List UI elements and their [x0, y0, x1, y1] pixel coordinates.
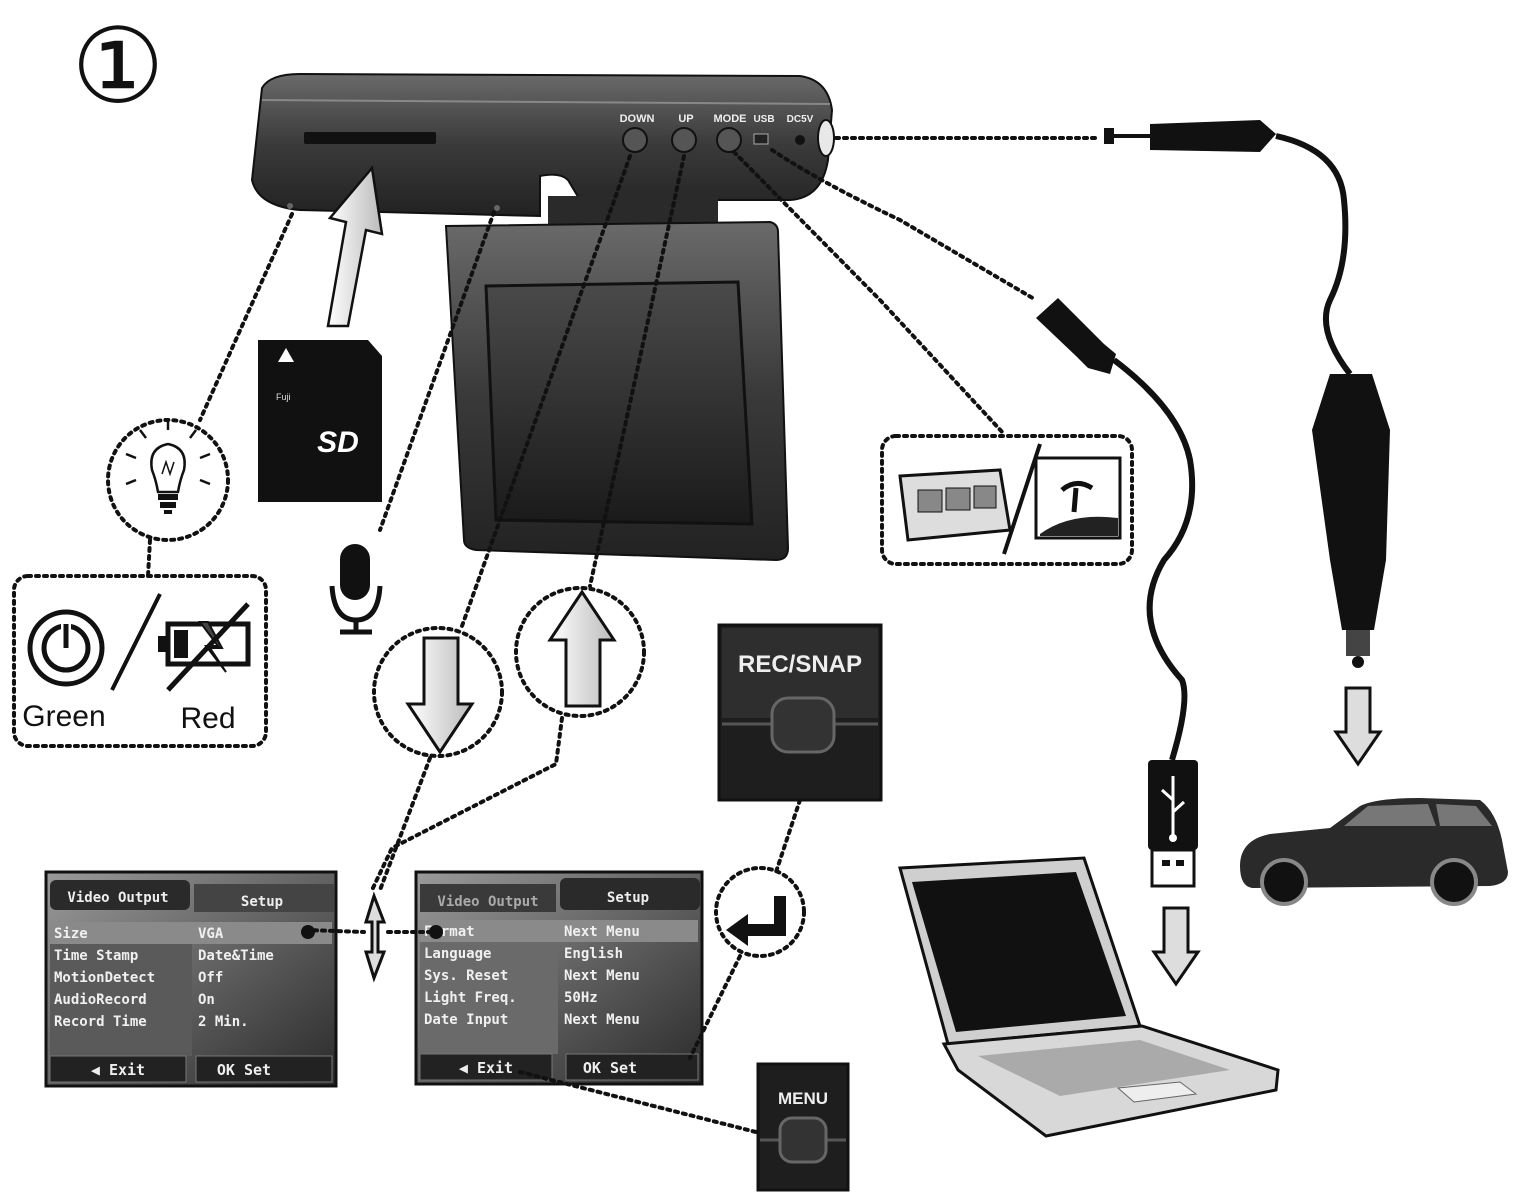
- menu-row-label[interactable]: Record Time: [54, 1014, 147, 1030]
- bulb-icon: [125, 420, 211, 514]
- menu-row-value: 2 Min.: [198, 1014, 249, 1030]
- car-icon: [1240, 798, 1508, 906]
- rec-snap-panel: REC/SNAP: [717, 623, 883, 802]
- button-up-label: UP: [678, 113, 693, 125]
- button-down[interactable]: DOWN: [620, 113, 655, 153]
- battery-icon: [158, 602, 251, 692]
- menu-row-value: On: [198, 992, 215, 1008]
- sd-card-logo: SD: [317, 426, 359, 459]
- usb-down-arrow: [1151, 906, 1201, 987]
- menu-row-label[interactable]: Language: [424, 946, 491, 962]
- menu-row-value: Next Menu: [564, 1012, 640, 1028]
- usb-icon: [1160, 776, 1186, 842]
- menu-row-value: English: [564, 946, 623, 962]
- dc-port: DC5V: [787, 114, 814, 145]
- usb-port-label: USB: [753, 114, 774, 125]
- button-up[interactable]: UP: [671, 113, 697, 153]
- dashcam-device: DOWN UP MODE USB DC5V: [250, 72, 835, 562]
- menu-row-value: Date&Time: [198, 948, 274, 964]
- button-mode-label: MODE: [714, 113, 747, 125]
- power-icon: [27, 609, 105, 687]
- usb-cable: [1036, 298, 1198, 888]
- menu-row-label[interactable]: Sys. Reset: [424, 968, 508, 984]
- menu2-tab-setup[interactable]: Setup: [607, 890, 649, 906]
- button-mode[interactable]: MODE: [714, 113, 747, 153]
- menu-row-label[interactable]: MotionDetect: [54, 970, 155, 986]
- up-arrow-callout: [514, 586, 646, 718]
- rec-snap-label: REC/SNAP: [738, 651, 862, 678]
- step-badge: ①: [71, 5, 164, 127]
- menu-row-label[interactable]: Time Stamp: [54, 948, 138, 964]
- menu1-exit[interactable]: ◀ Exit: [91, 1061, 145, 1079]
- car-charger: [1104, 120, 1390, 668]
- menu-row-value: Next Menu: [564, 924, 640, 940]
- nav-double-arrow: [363, 891, 387, 983]
- led-legend: Green Red: [12, 574, 268, 748]
- rec-snap-button[interactable]: [770, 696, 836, 754]
- menu2-ok[interactable]: OK Set: [583, 1059, 637, 1077]
- led-green-label: Green: [22, 700, 105, 733]
- sd-card: Fuji SD: [258, 340, 382, 502]
- mode-callout: [880, 434, 1134, 566]
- menu-label: MENU: [778, 1089, 828, 1108]
- menu-row-label[interactable]: Date Input: [424, 1012, 508, 1028]
- menu-panel: MENU: [756, 1062, 850, 1192]
- usb-port: USB: [753, 114, 775, 145]
- step-number: ①: [71, 5, 164, 127]
- menu2-exit[interactable]: ◀ Exit: [459, 1059, 513, 1077]
- menu-row-label[interactable]: AudioRecord: [54, 992, 147, 1008]
- sd-card-brand: Fuji: [276, 392, 291, 402]
- led-indicator: [106, 418, 230, 542]
- microphone-icon: [329, 544, 383, 635]
- enter-icon: [726, 896, 786, 946]
- menu1-tab-setup[interactable]: Setup: [241, 894, 283, 910]
- menu1-ok[interactable]: OK Set: [217, 1061, 271, 1079]
- menu-button[interactable]: [778, 1116, 828, 1164]
- down-arrow-callout: [372, 626, 504, 758]
- dc-port-label: DC5V: [787, 114, 814, 125]
- sd-slot: [304, 132, 436, 144]
- menu-row-value: Next Menu: [564, 968, 640, 984]
- led-red-label: Red: [180, 702, 235, 735]
- menu-row-value: VGA: [198, 926, 224, 942]
- menu-row-value: 50Hz: [564, 990, 598, 1006]
- menu-screen-video: Video Output Setup Size VGA Time Stamp Date…: [44, 870, 338, 1088]
- menu-row-label[interactable]: Size: [54, 926, 88, 942]
- menu1-tab-video[interactable]: Video Output: [67, 890, 168, 906]
- film-photo-icon: [898, 443, 1122, 555]
- connector-lines: [146, 136, 1102, 1134]
- enter-callout: [714, 866, 806, 958]
- laptop-icon: [898, 856, 1280, 1138]
- menu2-tab-video[interactable]: Video Output: [437, 894, 538, 910]
- car-down-arrow: [1333, 686, 1383, 767]
- button-down-label: DOWN: [620, 113, 655, 125]
- menu-row-label[interactable]: Light Freq.: [424, 990, 517, 1006]
- insert-arrow: [326, 165, 384, 328]
- lcd-screen: [484, 280, 754, 526]
- menu-row-value: Off: [198, 970, 223, 986]
